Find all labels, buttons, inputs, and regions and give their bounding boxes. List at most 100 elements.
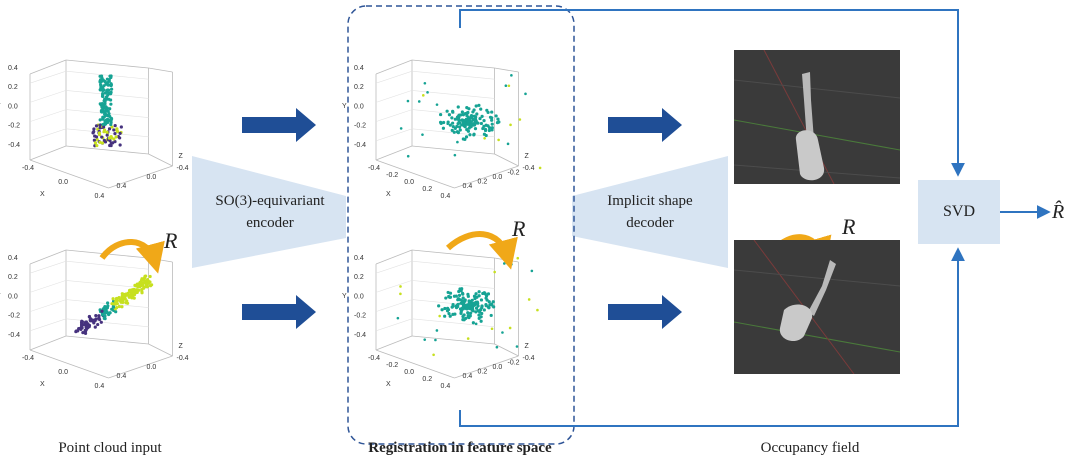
point xyxy=(462,124,467,128)
point xyxy=(515,345,519,348)
point xyxy=(443,306,447,311)
plot-feature-bottom-edge xyxy=(375,249,413,265)
plot-feature-top-z-tick: -0.4 xyxy=(523,165,535,172)
point xyxy=(101,91,105,96)
decoder-label-line2: decoder xyxy=(626,215,674,231)
point xyxy=(100,313,105,317)
point xyxy=(456,105,460,109)
point xyxy=(467,107,471,111)
point xyxy=(437,304,441,308)
svd-block: SVD xyxy=(918,180,1000,244)
point xyxy=(461,296,465,300)
point xyxy=(472,132,476,136)
point xyxy=(451,303,455,307)
point xyxy=(434,338,437,342)
point xyxy=(479,315,483,319)
point xyxy=(454,306,459,310)
plot-input-top-y-tick: 0.0 xyxy=(8,103,18,110)
plot-input-top-y-tick: -0.2 xyxy=(8,123,20,130)
point xyxy=(458,298,463,302)
point xyxy=(406,99,410,103)
plot-feature-top-x-tick: -0.2 xyxy=(386,172,398,179)
point xyxy=(109,134,113,139)
point xyxy=(486,124,490,128)
point xyxy=(102,316,106,320)
plot-feature-bottom-z-label: Z xyxy=(525,343,530,350)
plot-feature-top-y-tick: -0.2 xyxy=(354,123,366,130)
point xyxy=(106,301,110,305)
plot-input-top: 0.40.20.0-0.2-0.4Y-0.40.00.4X-0.40.00.4Z xyxy=(0,59,189,200)
point xyxy=(99,83,103,87)
plot-feature-bottom-grid xyxy=(375,280,413,293)
point xyxy=(471,110,475,114)
point xyxy=(106,83,110,87)
point xyxy=(77,326,81,331)
point xyxy=(101,94,105,98)
plot-feature-bottom-edge xyxy=(411,335,495,345)
plot-feature-bottom-edge xyxy=(494,257,519,263)
point xyxy=(94,124,99,128)
point xyxy=(74,329,79,333)
plot-input-top-edge xyxy=(29,145,67,161)
plot-feature-top-edge xyxy=(411,59,495,69)
plot-feature-bottom-z-tick: 0.4 xyxy=(463,373,473,380)
point xyxy=(481,126,485,131)
point xyxy=(508,326,512,330)
point xyxy=(473,127,478,131)
point xyxy=(518,118,522,121)
plot-feature-bottom-grid xyxy=(375,318,413,332)
point xyxy=(509,123,512,127)
point xyxy=(466,337,470,340)
point xyxy=(479,107,483,111)
point xyxy=(510,263,513,266)
point xyxy=(507,84,511,88)
point xyxy=(109,122,113,127)
caption-registration-feature-space: Registration in feature space xyxy=(368,440,552,456)
point xyxy=(451,121,455,125)
plot-feature-top-y-label: Y xyxy=(342,103,347,110)
occupancy-render-bottom xyxy=(733,239,901,375)
plot-input-top-x-tick: -0.4 xyxy=(22,165,34,172)
point xyxy=(423,81,427,85)
plot-feature-bottom-y-label: Y xyxy=(342,293,347,300)
plot-feature-top-x-tick: 0.2 xyxy=(422,186,432,193)
point xyxy=(482,119,486,123)
point xyxy=(441,126,446,130)
point xyxy=(126,293,130,298)
point xyxy=(105,77,109,81)
point xyxy=(483,136,486,140)
plot-feature-bottom-y-tick: -0.2 xyxy=(354,313,366,320)
point xyxy=(84,325,88,329)
plot-feature-bottom-x-tick: 0.2 xyxy=(422,376,432,383)
point xyxy=(141,286,146,290)
point xyxy=(93,141,98,145)
point xyxy=(475,112,479,116)
point xyxy=(490,128,494,132)
point xyxy=(460,301,464,305)
plot-feature-top-z-label: Z xyxy=(525,153,530,160)
point xyxy=(101,122,106,126)
point xyxy=(423,338,427,341)
plot-feature-top-edge xyxy=(494,153,519,167)
plot-input-bottom-grid xyxy=(29,280,67,293)
plot-feature-top-edge xyxy=(375,145,413,161)
plot-input-bottom-grid xyxy=(65,280,149,289)
point xyxy=(98,140,102,144)
plot-feature-bottom-grid xyxy=(411,280,495,289)
plot-feature-bottom-y-tick: 0.2 xyxy=(354,274,364,281)
point xyxy=(399,127,403,130)
plot-feature-bottom-y-tick: 0.4 xyxy=(354,255,364,262)
point xyxy=(474,104,478,108)
point xyxy=(121,300,125,304)
point xyxy=(472,121,476,126)
point xyxy=(139,283,143,288)
point xyxy=(118,131,122,135)
point xyxy=(105,310,109,314)
point xyxy=(460,118,464,122)
point xyxy=(97,131,101,135)
point xyxy=(448,291,453,295)
point xyxy=(120,294,124,298)
point xyxy=(135,290,139,294)
point xyxy=(144,274,148,278)
point xyxy=(115,305,119,310)
